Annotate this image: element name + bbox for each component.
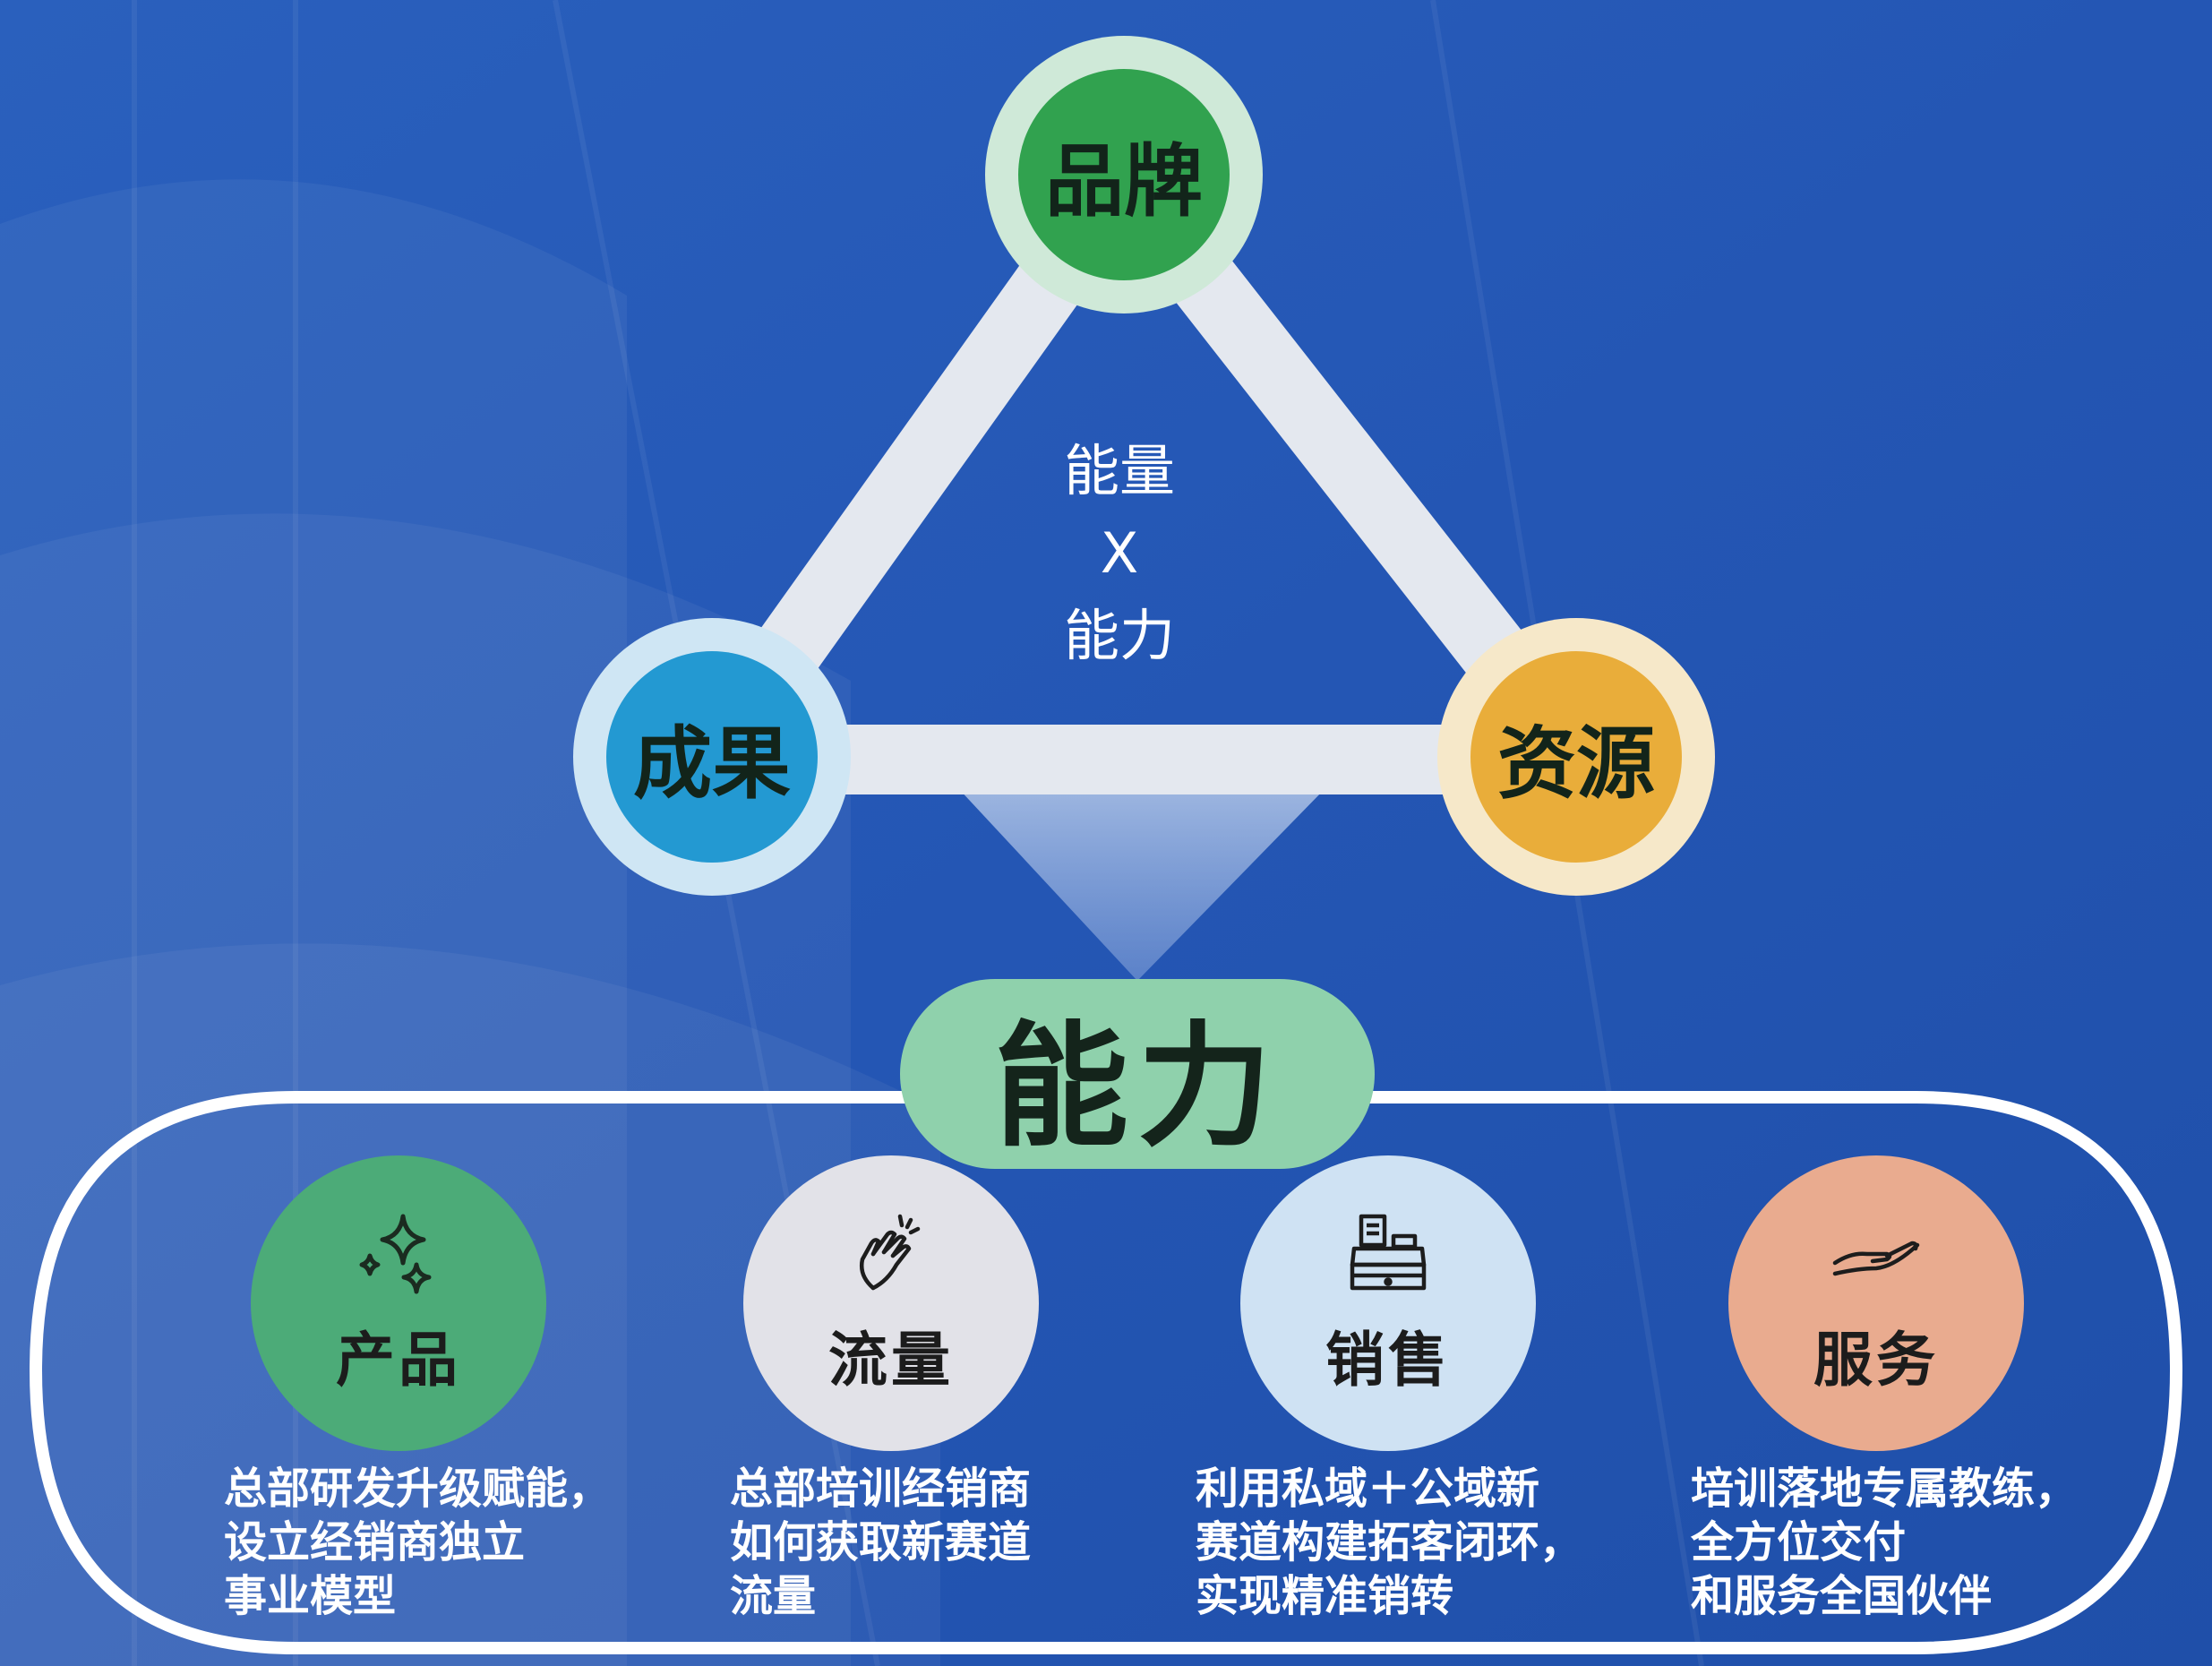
traffic-desc-line: 总部培训经销商: [730, 1464, 1032, 1514]
traffic-desc-line: 如何获取新赛道: [730, 1517, 1032, 1567]
result-node: [606, 651, 818, 863]
service-desc-line: 全方位交付: [1691, 1517, 1907, 1567]
traffic-title: 流量: [828, 1326, 954, 1395]
center-line-x: X: [1100, 520, 1139, 586]
traffic-description: 总部培训经销商 如何获取新赛道 流量: [730, 1462, 1151, 1623]
brand-node-label: 品牌: [1044, 134, 1203, 228]
resource-node: [1470, 651, 1682, 863]
energy-times-capability: 能量 X 能力: [985, 430, 1254, 677]
product-title: 产品: [336, 1326, 461, 1395]
service-title: 服务: [1813, 1326, 1939, 1395]
capability-container: [29, 1091, 2183, 1654]
resource-node-label: 资源: [1496, 717, 1655, 810]
service-description: 培训落地专属教练， 全方位交付 和服务全国伙伴: [1691, 1462, 2112, 1623]
service-circle: 服务: [1728, 1155, 2024, 1451]
result-node-label: 成果: [632, 717, 791, 810]
product-circle: 产品: [251, 1155, 546, 1451]
sales-circle: 销售: [1240, 1155, 1536, 1451]
sales-desc-line: 赛道构建拓客闭环，: [1196, 1517, 1583, 1567]
center-line-capability: 能力: [1063, 603, 1175, 668]
service-desc-line: 和服务全国伙伴: [1691, 1571, 1993, 1621]
traffic-desc-line: 流量: [730, 1571, 817, 1621]
product-desc-line: 设立经销商独立: [224, 1517, 526, 1567]
product-description: 总部研发升级赋能， 设立经销商独立 事业模型: [224, 1462, 645, 1623]
cash-register-icon: [1350, 1214, 1427, 1291]
open-hand-icon: [1832, 1241, 1920, 1276]
funnel-shape: [958, 788, 1325, 981]
center-line-energy: 能量: [1063, 438, 1175, 503]
sales-description: 利用私域＋公域新 赛道构建拓客闭环， 实现精准销转: [1196, 1462, 1616, 1623]
sales-title: 销售: [1325, 1326, 1451, 1395]
brand-node: [1018, 69, 1230, 280]
sparkle-icon: [359, 1214, 432, 1294]
clapping-hands-icon: [860, 1214, 921, 1291]
capability-pill: [900, 979, 1375, 1169]
service-desc-line: 培训落地专属教练，: [1691, 1464, 2079, 1514]
sales-desc-line: 实现精准销转: [1196, 1571, 1454, 1621]
capability-pill-label: 能力: [993, 1009, 1281, 1165]
traffic-circle: 流量: [743, 1155, 1039, 1451]
product-desc-line: 事业模型: [224, 1571, 397, 1621]
product-desc-line: 总部研发升级赋能，: [224, 1464, 612, 1514]
sales-desc-line: 利用私域＋公域新: [1196, 1464, 1540, 1514]
